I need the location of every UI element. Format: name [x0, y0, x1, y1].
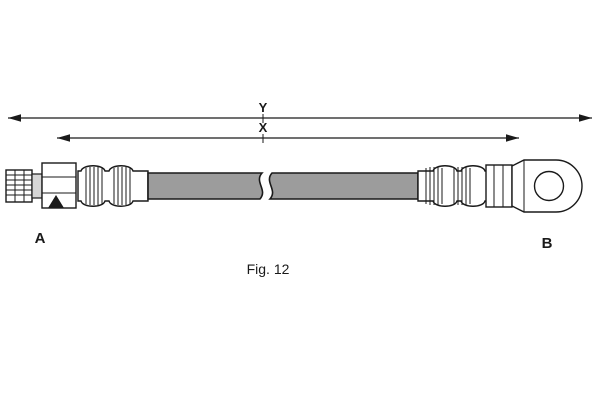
dimension-label-inner: X: [259, 120, 268, 135]
arrowhead-right: [579, 114, 592, 122]
dimension-line-outer: Y: [8, 100, 592, 123]
left-fitting-hex-nut: [41, 162, 77, 209]
right-banjo-fitting: [485, 159, 583, 213]
right-crimp-collar: [417, 165, 489, 207]
dimension-line-inner: X: [57, 120, 519, 143]
arrowhead-left: [57, 134, 70, 142]
end-label-left: A: [35, 230, 46, 247]
hose-left-segment: [147, 172, 264, 200]
left-crimp-collar: [77, 165, 149, 207]
crimp-hatching: [85, 167, 131, 205]
banjo-eye-hole: [533, 170, 565, 202]
figure-caption: Fig. 12: [247, 261, 290, 277]
left-fitting-shoulder: [31, 173, 43, 199]
arrowhead-left: [8, 114, 21, 122]
hose-right-segment: [268, 172, 419, 200]
hex-nut-shadow: [48, 195, 64, 208]
left-fitting-thread: [5, 169, 33, 203]
hose-body: [147, 172, 419, 200]
arrowhead-right: [506, 134, 519, 142]
end-label-right: B: [542, 235, 553, 252]
hose-assembly: [5, 159, 583, 213]
banjo-neck: [485, 164, 513, 208]
crimp-hatching: [425, 167, 471, 205]
dimension-label-outer: Y: [259, 100, 268, 115]
